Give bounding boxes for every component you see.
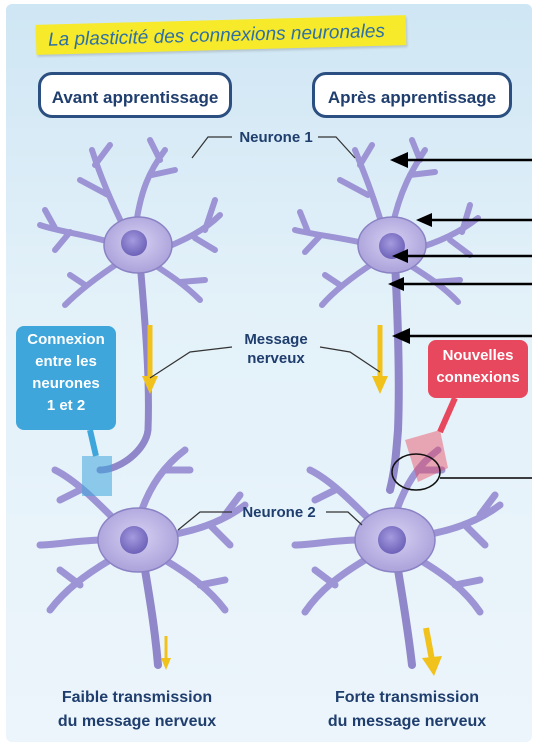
strong-caption-line1: Forte transmission <box>292 686 522 710</box>
pointer-arrows <box>400 160 532 478</box>
right-neuron-2-nucleus <box>378 526 406 554</box>
neuron-2-leader-right <box>326 512 362 525</box>
left-neuron-2-nucleus <box>120 526 148 554</box>
neuron-1-leader-right <box>318 137 355 158</box>
connection-callout-line1: Connexion <box>16 329 116 351</box>
neuron-1-label: Neurone 1 <box>232 128 320 147</box>
left-output-arrowhead <box>161 658 171 670</box>
left-synapse-highlight <box>82 456 112 496</box>
left-neuron-1-nucleus <box>121 230 147 256</box>
callout-pointer <box>90 430 96 456</box>
neuron-1-leader-left <box>192 137 232 158</box>
right-output-arrow <box>426 628 432 660</box>
right-neuron-1 <box>295 140 478 490</box>
neuron-2-label: Neurone 2 <box>232 503 326 522</box>
connection-callout-line4: 1 et 2 <box>16 395 116 417</box>
weak-transmission-caption: Faible transmission du message nerveux <box>22 686 252 734</box>
message-label-line1: Message <box>232 330 320 349</box>
connection-callout: Connexion entre les neurones 1 et 2 <box>16 326 116 430</box>
strong-transmission-caption: Forte transmission du message nerveux <box>292 686 522 734</box>
connection-callout-line3: neurones <box>16 373 116 395</box>
message-leader-left <box>150 347 232 378</box>
weak-caption-line2: du message nerveux <box>22 710 252 734</box>
message-leader-right <box>320 347 380 372</box>
strong-caption-line2: du message nerveux <box>292 710 522 734</box>
new-connections-callout: Nouvelles connexions <box>428 340 528 398</box>
connection-callout-line2: entre les <box>16 351 116 373</box>
new-connections-line1: Nouvelles <box>428 345 528 367</box>
right-message-arrowhead <box>372 376 388 394</box>
right-output-arrowhead <box>422 656 442 676</box>
new-connections-line2: connexions <box>428 367 528 389</box>
weak-caption-line1: Faible transmission <box>22 686 252 710</box>
message-label-line2: nerveux <box>232 349 320 368</box>
left-message-arrowhead <box>142 376 158 394</box>
message-label: Message nerveux <box>232 330 320 368</box>
new-connections-pointer <box>440 398 455 432</box>
